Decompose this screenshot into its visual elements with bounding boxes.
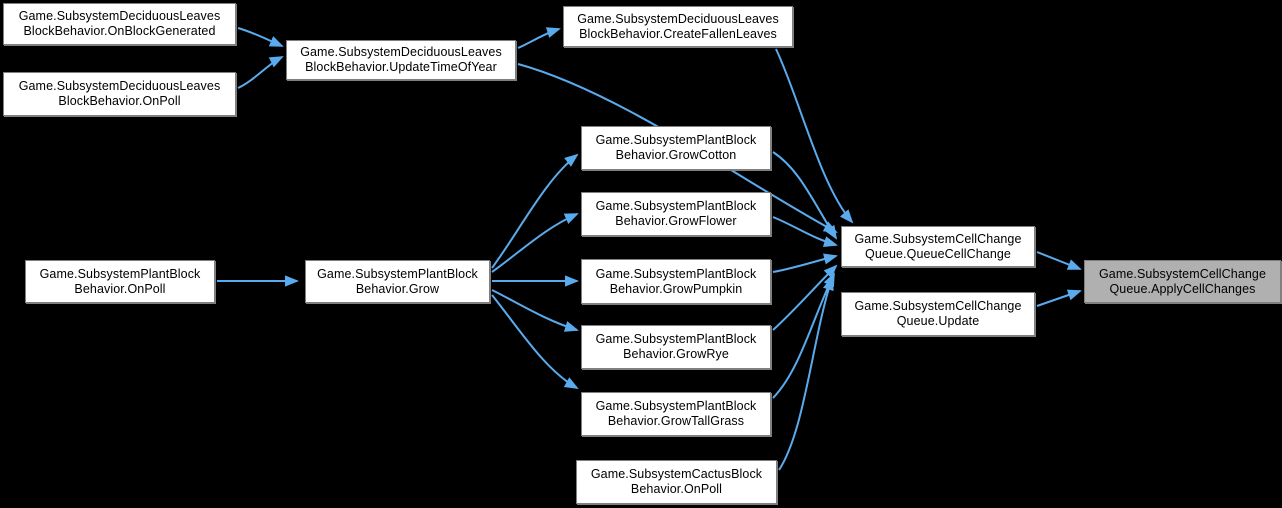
node-label-line1: Game.SubsystemCellChange — [854, 231, 1022, 246]
graph-edge — [1036, 251, 1082, 270]
graph-edge — [517, 27, 561, 49]
node-label-line1: Game.SubsystemPlantBlock — [595, 332, 757, 346]
node-label-line1: Game.SubsystemPlantBlock — [595, 133, 757, 147]
node-label-line2: Queue.Update — [896, 314, 980, 328]
graph-edge — [772, 216, 838, 248]
node-label-line2: BlockBehavior.OnPoll — [58, 94, 181, 108]
node-label-line2: BlockBehavior.CreateFallenLeaves — [579, 26, 777, 41]
graph-edge — [491, 289, 579, 332]
graph-edge — [491, 213, 579, 273]
node-label-line1: Game.SubsystemDeciduousLeaves — [18, 79, 221, 93]
node-label-line1: Game.SubsystemDeciduousLeaves — [18, 9, 221, 23]
node-label-line2: Behavior.GrowPumpkin — [609, 281, 743, 296]
graph-edge — [772, 272, 835, 399]
node-label-line1: Game.SubsystemPlantBlock — [595, 199, 757, 213]
node-label-line2: Behavior.GrowTallGrass — [607, 414, 745, 428]
graph-edge — [778, 276, 834, 471]
node-label-line1: Game.SubsystemPlantBlock — [39, 266, 201, 281]
graph-edge — [772, 151, 838, 240]
node-label-line2: Behavior.Grow — [355, 281, 440, 296]
node-label-line2: Behavior.GrowRye — [623, 347, 729, 361]
graph-edge — [775, 48, 854, 224]
node-label-line1: Game.SubsystemDeciduousLeaves — [577, 11, 779, 26]
node-label-line2: Queue.QueueCellChange — [865, 246, 1011, 261]
node-label-line2: BlockBehavior.UpdateTimeOfYear — [305, 60, 497, 74]
node-label-line1: Game.SubsystemCellChange — [854, 299, 1022, 313]
node-label-line2: Behavior.GrowFlower — [615, 214, 737, 228]
graph-edge — [491, 294, 579, 389]
node-label-line2: BlockBehavior.OnBlockGenerated — [23, 24, 216, 38]
node-label-line1: Game.SubsystemPlantBlock — [595, 266, 757, 281]
node-label-line1: Game.SubsystemCellChange — [1098, 266, 1267, 281]
graph-edge — [1036, 289, 1082, 307]
node-label-line1: Game.SubsystemPlantBlock — [595, 399, 757, 413]
node-label-line2: Behavior.OnPoll — [74, 281, 166, 296]
node-label-line1: Game.SubsystemCactusBlock — [590, 467, 763, 481]
node-label-line2: Behavior.OnPoll — [630, 482, 723, 496]
node-label-line1: Game.SubsystemDeciduousLeaves — [300, 45, 502, 59]
graph-edge — [491, 153, 579, 269]
graph-edge — [772, 253, 838, 273]
graph-edge — [237, 56, 284, 89]
node-label-line2: Behavior.GrowCotton — [615, 148, 737, 162]
node-label-line1: Game.SubsystemPlantBlock — [317, 266, 478, 281]
graph-edge — [237, 27, 284, 47]
node-label-line2: Queue.ApplyCellChanges — [1109, 281, 1256, 296]
